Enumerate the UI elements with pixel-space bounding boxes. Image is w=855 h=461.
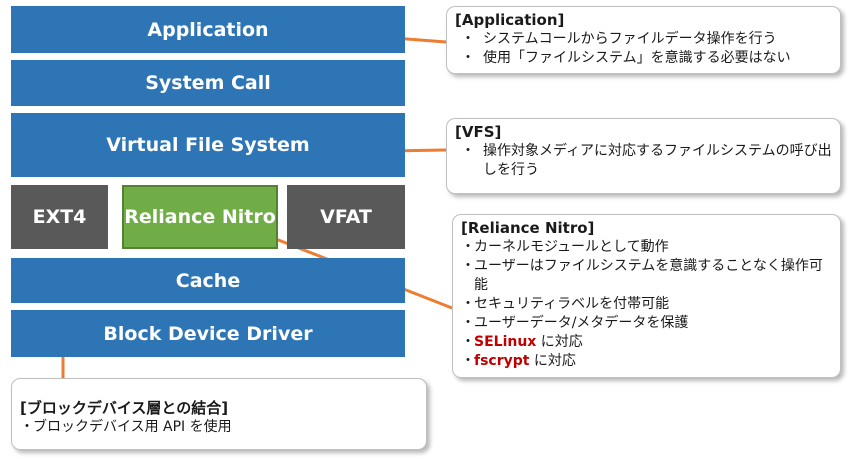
- layer-ext4-label: EXT4: [32, 206, 87, 228]
- layer-reliance-nitro-label: Reliance Nitro: [124, 206, 276, 228]
- layer-ext4: EXT4: [11, 185, 108, 249]
- list-item-selinux: ・SELinux に対応: [461, 333, 832, 352]
- layer-vfat-label: VFAT: [320, 206, 372, 228]
- layer-system-call: System Call: [11, 60, 405, 106]
- bullet-mark: ・: [461, 50, 475, 66]
- layer-application-label: Application: [147, 18, 269, 41]
- layer-vfat: VFAT: [287, 185, 405, 249]
- bullet-mark: ・: [461, 239, 475, 255]
- list-item-text: 使用「ファイルシステム」を意識する必要はない: [483, 50, 791, 66]
- layer-block-device-driver-label: Block Device Driver: [103, 322, 313, 345]
- list-item: ・セキュリティラベルを付帯可能: [461, 295, 832, 314]
- fscrypt-label: fscrypt: [474, 353, 530, 369]
- list-item-fscrypt: ・fscrypt に対応: [461, 352, 832, 371]
- list-item: ・システムコールからファイルデータ操作を行う: [455, 30, 832, 49]
- layer-application: Application: [11, 6, 405, 53]
- selinux-label: SELinux: [474, 334, 537, 350]
- layer-reliance-nitro: Reliance Nitro: [122, 185, 278, 249]
- list-item: ・カーネルモジュールとして動作: [461, 238, 832, 257]
- list-item: ・ブロックデバイス用 API を使用: [20, 418, 418, 437]
- bullet-mark: ・: [461, 258, 475, 274]
- list-item-text: 操作対象メディアに対応するファイルシステムの呼び出しを行う: [483, 143, 832, 178]
- layer-block-device-driver: Block Device Driver: [11, 310, 405, 357]
- list-item: ・操作対象メディアに対応するファイルシステムの呼び出しを行う: [455, 142, 832, 180]
- layer-cache: Cache: [11, 258, 405, 303]
- callout-reliance-nitro-list: ・カーネルモジュールとして動作 ・ユーザーはファイルシステムを意識することなく操…: [461, 238, 832, 371]
- bullet-mark: ・: [461, 315, 475, 331]
- layer-virtual-file-system: Virtual File System: [11, 113, 405, 177]
- callout-block-device: [ブロックデバイス層との結合] ・ブロックデバイス用 API を使用: [11, 378, 427, 450]
- callout-vfs-title: [VFS]: [455, 123, 502, 141]
- fscrypt-suffix: に対応: [529, 353, 576, 369]
- list-item: ・ユーザーはファイルシステムを意識することなく操作可能: [461, 257, 832, 295]
- bullet-mark: ・: [461, 353, 475, 369]
- callout-vfs-list: ・操作対象メディアに対応するファイルシステムの呼び出しを行う: [455, 142, 832, 180]
- list-item-text: セキュリティラベルを付帯可能: [474, 296, 670, 312]
- callout-reliance-nitro-title: [Reliance Nitro]: [461, 219, 595, 237]
- layer-cache-label: Cache: [175, 269, 241, 292]
- layer-vfs-label: Virtual File System: [106, 134, 310, 156]
- callout-application-list: ・システムコールからファイルデータ操作を行う ・使用「ファイルシステム」を意識す…: [455, 30, 832, 68]
- list-item: ・使用「ファイルシステム」を意識する必要はない: [455, 49, 832, 68]
- callout-reliance-nitro: [Reliance Nitro] ・カーネルモジュールとして動作 ・ユーザーはフ…: [452, 214, 841, 378]
- callout-vfs: [VFS] ・操作対象メディアに対応するファイルシステムの呼び出しを行う: [446, 118, 841, 194]
- bullet-mark: ・: [461, 334, 475, 350]
- callout-application: [Application] ・システムコールからファイルデータ操作を行う ・使用…: [446, 6, 841, 74]
- bullet-mark: ・: [461, 143, 475, 159]
- list-item-text: システムコールからファイルデータ操作を行う: [483, 31, 777, 47]
- callout-application-title: [Application]: [455, 11, 565, 29]
- bullet-mark: ・: [20, 419, 34, 435]
- selinux-suffix: に対応: [536, 334, 583, 350]
- list-item-text: ユーザーデータ/メタデータを保護: [474, 315, 689, 331]
- layer-system-call-label: System Call: [145, 72, 271, 94]
- callout-block-device-title: [ブロックデバイス層との結合]: [20, 399, 229, 417]
- callout-block-device-list: ・ブロックデバイス用 API を使用: [20, 418, 418, 437]
- bullet-mark: ・: [461, 31, 475, 47]
- list-item-text: ユーザーはファイルシステムを意識することなく操作可能: [474, 258, 823, 293]
- list-item-text: ブロックデバイス用 API を使用: [33, 419, 232, 435]
- bullet-mark: ・: [461, 296, 475, 312]
- list-item: ・ユーザーデータ/メタデータを保護: [461, 314, 832, 333]
- list-item-text: カーネルモジュールとして動作: [474, 239, 669, 255]
